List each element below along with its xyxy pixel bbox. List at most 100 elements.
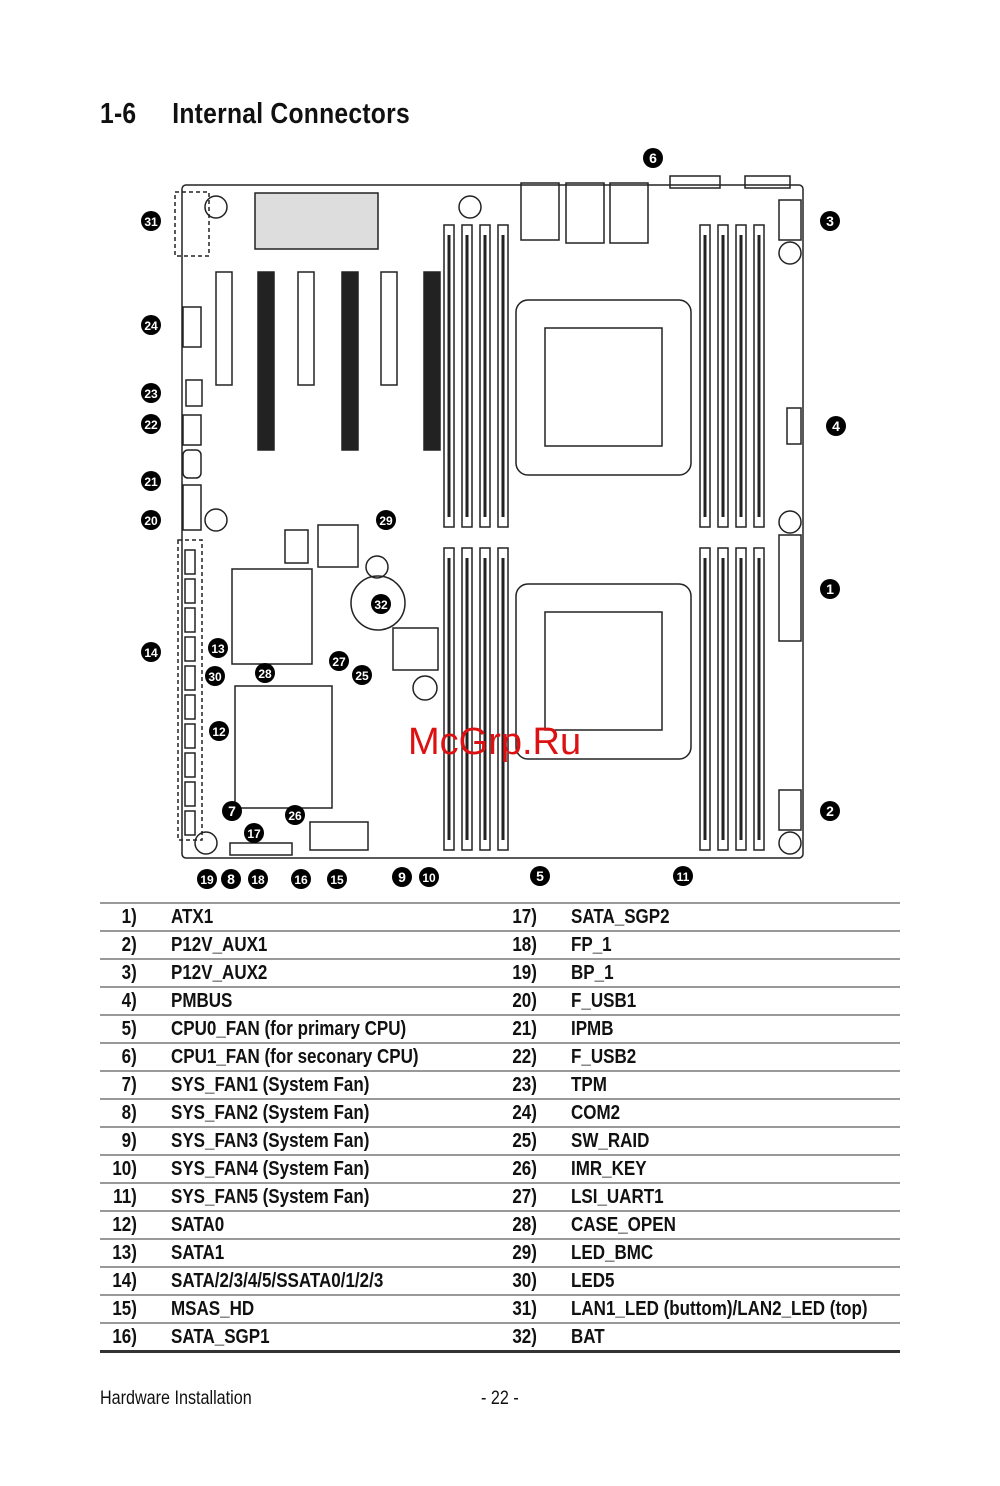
dimm-slot [753,547,765,851]
item-number: 3) [121,962,137,984]
svg-text:10: 10 [422,871,436,885]
callout-21: 21 [141,471,161,491]
svg-text:13: 13 [211,642,225,656]
item-name: SYS_FAN2 (System Fan) [171,1102,370,1124]
dimm-slot [717,224,729,528]
item-name: TPM [571,1074,607,1096]
item-name: CASE_OPEN [571,1214,676,1236]
chip [317,524,359,568]
item-number: 6) [121,1046,137,1068]
lan-port-2 [609,182,649,244]
callout-24: 24 [141,315,161,335]
pcie-slot [341,271,359,451]
item-name: MSAS_HD [171,1298,255,1320]
callout-4: 4 [826,416,846,436]
svg-text:2: 2 [826,803,834,819]
dimm-slot [497,224,509,528]
svg-text:22: 22 [144,418,158,432]
svg-text:16: 16 [294,873,308,887]
callout-14: 14 [141,642,161,662]
item-name: SATA/2/3/4/5/SSATA0/1/2/3 [171,1270,384,1292]
aux2-connector [778,199,802,241]
sata-port [184,810,196,836]
svg-text:17: 17 [247,827,261,841]
item-name: CPU1_FAN (for seconary CPU) [171,1046,419,1068]
item-number: 8) [121,1102,137,1124]
callout-13: 13 [208,638,228,658]
sata-group [177,539,203,841]
item-number: 23) [512,1074,537,1096]
svg-text:24: 24 [144,319,158,333]
dimm-slot [699,224,711,528]
callout-17: 17 [244,823,264,843]
sata-port [184,549,196,575]
callout-16: 16 [291,869,311,889]
item-number: 10) [112,1158,137,1180]
chip [392,627,439,671]
com2-header [182,306,202,348]
item-number: 27) [512,1186,537,1208]
dimm-slot [461,224,473,528]
svg-text:8: 8 [227,871,235,887]
item-name: SYS_FAN5 (System Fan) [171,1186,370,1208]
svg-text:9: 9 [398,869,406,885]
svg-text:6: 6 [649,150,657,166]
item-name: SYS_FAN3 (System Fan) [171,1130,370,1152]
item-name: CPU0_FAN (for primary CPU) [171,1018,407,1040]
io-shield-block [254,192,379,250]
item-number: 2) [121,934,137,956]
callout-1: 1 [820,579,840,599]
item-number: 11) [113,1186,137,1208]
chip [284,529,309,564]
svg-text:12: 12 [212,725,226,739]
callout-27: 27 [329,651,349,671]
callout-26: 26 [285,805,305,825]
pch-chip [234,685,333,809]
aux1-connector [778,789,802,831]
callout-20: 20 [141,510,161,530]
item-number: 28) [512,1214,537,1236]
callout-12: 12 [209,721,229,741]
table-row: 7)SYS_FAN1 (System Fan)23)TPM [100,1070,900,1099]
item-number: 32) [512,1325,537,1348]
item-number: 1) [121,906,137,928]
item-number: 17) [512,906,537,928]
callout-23: 23 [141,383,161,403]
callout-6: 6 [643,148,663,168]
dimm-slot [735,547,747,851]
item-number: 12) [112,1214,137,1236]
item-number: 20) [512,990,537,1012]
usb1-header [182,484,202,531]
dimm-slot [479,224,491,528]
table-row: 11)SYS_FAN5 (System Fan)27)LSI_UART1 [100,1182,900,1211]
svg-text:14: 14 [144,646,158,660]
callout-5: 5 [530,866,550,886]
item-name: IPMB [571,1018,614,1040]
dimm-slots [443,224,765,851]
usb2-header [182,414,202,446]
item-number: 24) [512,1102,537,1124]
lan-led-group [174,191,210,257]
callout-22: 22 [141,414,161,434]
item-number: 26) [512,1158,537,1180]
callout-30: 30 [205,666,225,686]
item-number: 16) [112,1325,137,1348]
item-number: 22) [512,1046,537,1068]
table-row: 5)CPU0_FAN (for primary CPU)21)IPMB [100,1014,900,1043]
table-row: 8) SYS_FAN2 (System Fan) 24) COM2 [100,1098,900,1127]
item-name: COM2 [571,1102,621,1124]
ipmb-header [182,449,202,479]
dimm-slot [497,547,509,851]
item-name: SATA_SGP1 [171,1325,270,1348]
item-number: 31) [512,1298,537,1320]
svg-text:3: 3 [826,213,834,229]
fp-header [229,842,293,856]
callout-15: 15 [327,869,347,889]
